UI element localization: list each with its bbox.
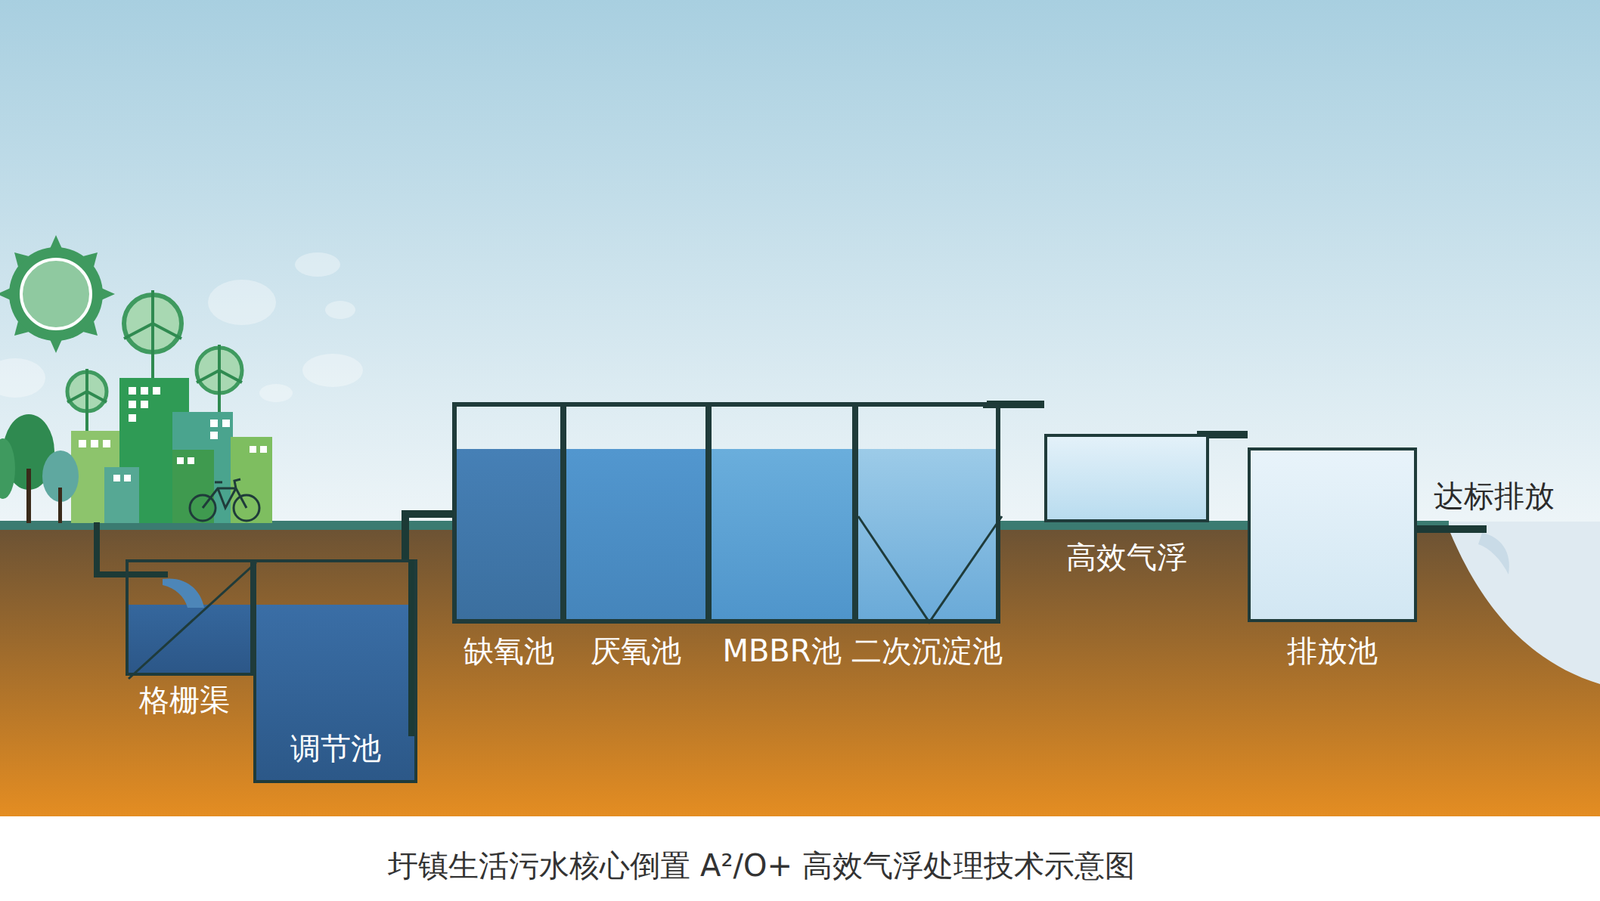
tank: 格栅渠 (125, 559, 254, 676)
water (711, 449, 853, 620)
building (104, 467, 140, 524)
tank-label: MBBR池 (722, 632, 841, 670)
screen-line (408, 559, 415, 737)
tank-label: 高效气浮 (1066, 539, 1188, 576)
tank: 厌氧池 (563, 403, 709, 623)
tank: MBBR池 (708, 403, 856, 623)
tank-label: 格栅渠 (139, 682, 230, 719)
tank: 二次沉淀池 (855, 403, 999, 623)
bicycle (189, 479, 260, 521)
water (858, 449, 996, 620)
water-pour (162, 578, 205, 608)
tank-label: 排放池 (1286, 632, 1378, 670)
splash (1478, 533, 1510, 575)
tank-detail (128, 562, 251, 673)
sun (0, 235, 115, 354)
main-tank-outline (453, 403, 999, 623)
tank: 高效气浮 (1044, 434, 1210, 523)
caption: 圩镇生活污水核心倒置 A²/O+ 高效气浮处理技术示意图 (0, 845, 1523, 887)
outlet-pipe (1417, 525, 1487, 534)
water (456, 449, 561, 620)
city (0, 235, 273, 524)
pipe (405, 514, 454, 560)
tank-label: 厌氧池 (590, 632, 682, 670)
building (172, 449, 214, 524)
river (1448, 521, 1600, 685)
tank-label: 调节池 (290, 730, 382, 767)
tank: 缺氧池 (453, 403, 564, 623)
tank: 排放池 (1247, 447, 1418, 623)
tank: 调节池 (253, 559, 418, 784)
screen-line (128, 562, 257, 680)
tank-label: 二次沉淀池 (851, 632, 1003, 670)
settling-hopper (858, 516, 1002, 623)
wind-turbines (67, 290, 242, 432)
inlet-pipe (96, 522, 168, 575)
tank-label: 缺氧池 (463, 632, 555, 670)
discharge-label: 达标排放 (1433, 477, 1555, 515)
tank-detail (858, 406, 996, 620)
trees (0, 414, 79, 524)
water (566, 449, 706, 620)
